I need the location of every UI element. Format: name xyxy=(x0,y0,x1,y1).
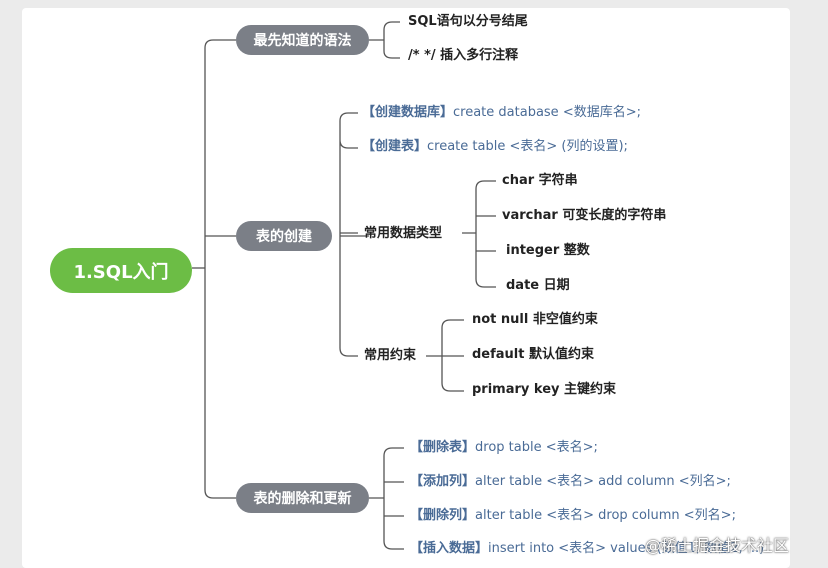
connector-constraints xyxy=(426,319,464,392)
create-table-code: create table <表名> (列的设置); xyxy=(427,139,628,154)
constraints-label: 常用约束 xyxy=(364,348,417,363)
category-syntax: 最先知道的语法 xyxy=(236,25,369,55)
insert-data-code: insert into <表名> values (数值1, 数值2, ...) xyxy=(488,541,765,556)
create-database-tag: 【创建数据库】 xyxy=(362,105,454,120)
add-column-item: 【添加列】alter table <表名> add column <列名>; xyxy=(410,473,731,491)
data-type-item: varchar 可变长度的字符串 xyxy=(502,208,667,223)
category-modify: 表的删除和更新 xyxy=(236,483,369,513)
create-table-tag: 【创建表】 xyxy=(362,139,428,154)
create-database-item: 【创建数据库】create database <数据库名>; xyxy=(362,104,641,122)
drop-table-code: drop table <表名>; xyxy=(475,440,598,455)
drop-column-item: 【删除列】alter table <表名> drop column <列名>; xyxy=(410,507,736,525)
create-table-item: 【创建表】create table <表名> (列的设置); xyxy=(362,138,628,156)
constraint-item: not null 非空值约束 xyxy=(472,312,598,327)
data-types-label: 常用数据类型 xyxy=(364,226,443,241)
drop-table-item: 【删除表】drop table <表名>; xyxy=(410,439,598,457)
insert-data-tag: 【插入数据】 xyxy=(410,541,489,556)
category-create: 表的创建 xyxy=(236,221,332,251)
constraint-item: default 默认值约束 xyxy=(472,347,595,362)
create-database-code: create database <数据库名>; xyxy=(453,105,641,120)
insert-data-item: 【插入数据】insert into <表名> values (数值1, 数值2,… xyxy=(410,540,764,558)
connector-types xyxy=(462,180,496,288)
syntax-item: SQL语句以分号结尾 xyxy=(408,14,528,29)
add-column-code: alter table <表名> add column <列名>; xyxy=(475,474,731,489)
constraint-item: primary key 主键约束 xyxy=(472,382,617,397)
data-type-item: date 日期 xyxy=(506,278,570,293)
connector-syntax xyxy=(369,21,400,59)
data-type-item: char 字符串 xyxy=(502,173,578,188)
drop-column-tag: 【删除列】 xyxy=(410,508,476,523)
data-type-item: integer 整数 xyxy=(506,243,590,258)
connector-create xyxy=(339,112,369,357)
drop-column-code: alter table <表名> drop column <列名>; xyxy=(475,508,736,523)
connector-modify xyxy=(369,447,404,550)
syntax-item: /* */ 插入多行注释 xyxy=(408,48,519,63)
watermark: @稀土掘金技术社区 xyxy=(645,536,790,555)
drop-table-tag: 【删除表】 xyxy=(410,440,476,455)
root-node: 1.SQL入门 xyxy=(50,248,192,293)
add-column-tag: 【添加列】 xyxy=(410,474,476,489)
connector-trunk xyxy=(204,39,236,499)
